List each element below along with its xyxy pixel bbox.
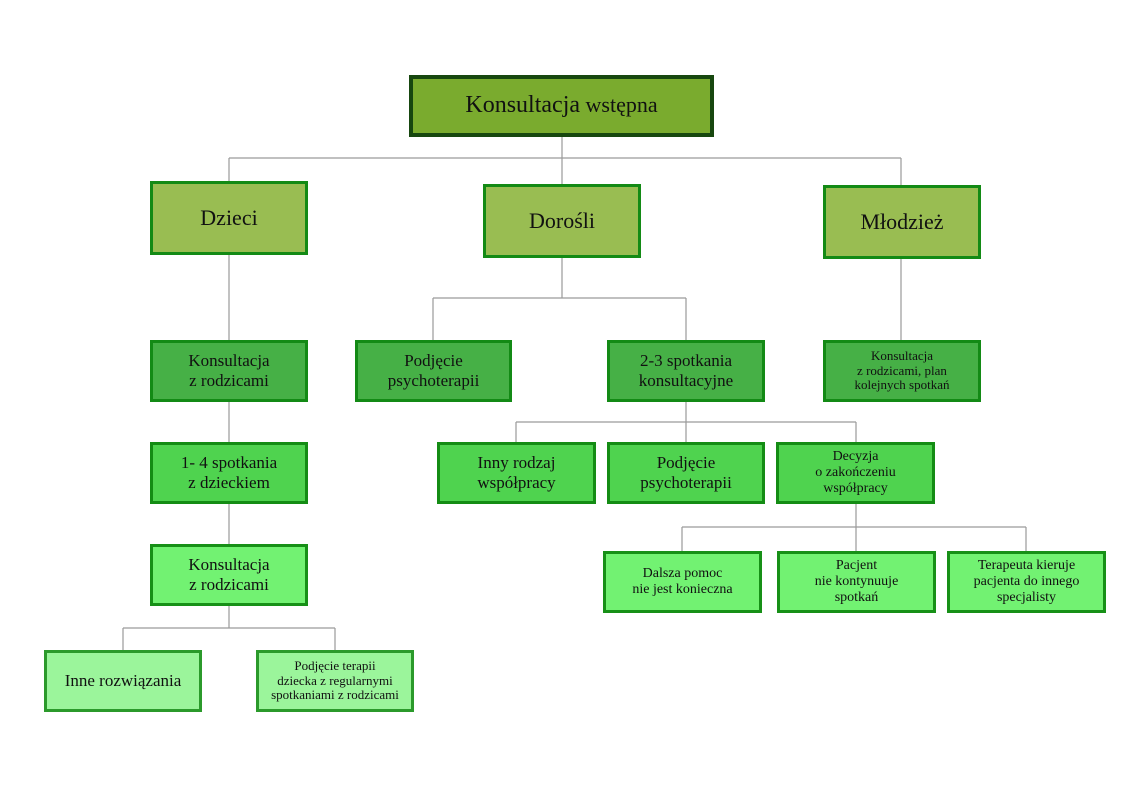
node-adults-end-c-label: Terapeuta kieruje pacjenta do innego spe… bbox=[973, 557, 1080, 606]
node-youth: Młodzież bbox=[823, 185, 981, 259]
node-adults-patient-discontinues: Pacjent nie kontynuuje spotkań bbox=[777, 551, 936, 613]
node-adults-sub-psychotherapy: Podjęcie psychoterapii bbox=[607, 442, 765, 504]
node-adults-end-a-label: Dalsza pomoc nie jest konieczna bbox=[632, 565, 733, 597]
node-children-step2-label: 1- 4 spotkania z dzieckiem bbox=[180, 453, 278, 492]
node-adults-sub-b-label: Podjęcie psychoterapii bbox=[640, 453, 732, 492]
node-adults-sub-a-label: Inny rodzaj współpracy bbox=[477, 453, 556, 492]
node-adults-sub-c-label: Decyzja o zakończeniu współpracy bbox=[815, 448, 896, 497]
node-adults-end-b-label: Pacjent nie kontynuuje spotkań bbox=[814, 557, 899, 606]
node-children-outcome-a-label: Inne rozwiązania bbox=[64, 671, 182, 691]
node-adults-option-a-label: Podjęcie psychoterapii bbox=[387, 351, 480, 390]
node-adults-referral: Terapeuta kieruje pacjenta do innego spe… bbox=[947, 551, 1106, 613]
node-children-other-solutions: Inne rozwiązania bbox=[44, 650, 202, 712]
node-adults-end-decision: Decyzja o zakończeniu współpracy bbox=[776, 442, 935, 504]
node-adults-option-b-label: 2-3 spotkania konsultacyjne bbox=[638, 351, 734, 390]
root-label-main: Konsultacja bbox=[465, 92, 581, 119]
node-children-parent-consultation: Konsultacja z rodzicami bbox=[150, 340, 308, 402]
node-adults-other-cooperation: Inny rodzaj współpracy bbox=[437, 442, 596, 504]
node-youth-step1-label: Konsultacja z rodzicami, plan kolejnych … bbox=[854, 347, 950, 393]
node-children-therapy-with-parents: Podjęcie terapii dziecka z regularnymi s… bbox=[256, 650, 414, 712]
node-adults-no-further-help: Dalsza pomoc nie jest konieczna bbox=[603, 551, 762, 613]
node-adults-start-psychotherapy: Podjęcie psychoterapii bbox=[355, 340, 512, 402]
node-youth-parent-consultation: Konsultacja z rodzicami, plan kolejnych … bbox=[823, 340, 981, 402]
node-adults-label: Dorośli bbox=[529, 208, 595, 234]
node-children-meetings: 1- 4 spotkania z dzieckiem bbox=[150, 442, 308, 504]
node-children-step3-label: Konsultacja z rodzicami bbox=[188, 555, 270, 594]
node-children: Dzieci bbox=[150, 181, 308, 255]
node-adults: Dorośli bbox=[483, 184, 641, 258]
node-children-step1-label: Konsultacja z rodzicami bbox=[188, 351, 270, 390]
node-children-second-parent-consultation: Konsultacja z rodzicami bbox=[150, 544, 308, 606]
node-adults-consultation-meetings: 2-3 spotkania konsultacyjne bbox=[607, 340, 765, 402]
node-children-outcome-b-label: Podjęcie terapii dziecka z regularnymi s… bbox=[271, 657, 399, 703]
node-youth-label: Młodzież bbox=[860, 209, 944, 235]
node-children-label: Dzieci bbox=[200, 205, 258, 231]
root-label-rest: wstępna bbox=[580, 92, 658, 118]
root-node-initial-consultation: Konsultacja wstępna bbox=[409, 75, 714, 137]
